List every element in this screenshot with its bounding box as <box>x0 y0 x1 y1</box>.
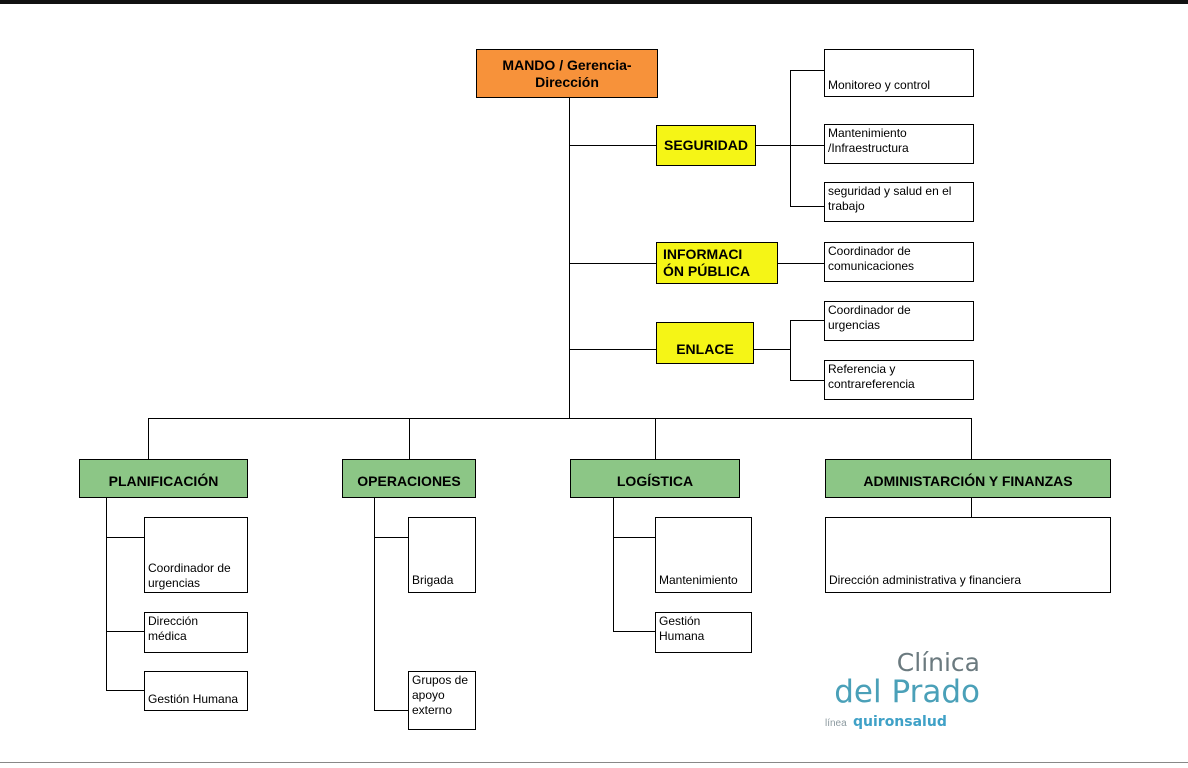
mantenimiento-infra-box: Mantenimiento /Infraestructura <box>824 124 974 164</box>
monitoreo-box: Monitoreo y control <box>824 49 974 97</box>
logo-quironsalud: quironsalud <box>853 714 947 730</box>
direccion-medica-line1: Dirección <box>148 614 199 628</box>
administracion-node: ADMINISTARCIÓN Y FINANZAS <box>825 459 1111 498</box>
logo-clinica: Clínica <box>896 648 980 677</box>
logo-del-prado: del Prado <box>834 674 980 710</box>
grupos-apoyo-line1: Grupos de <box>412 673 469 687</box>
comunicaciones-line2: comunicaciones <box>828 259 915 273</box>
monitoreo-text: Monitoreo y control <box>828 78 931 92</box>
direccion-medica-box: Dirección médica <box>144 612 248 653</box>
planificacion-node: PLANIFICACIÓN <box>79 459 248 498</box>
grupos-apoyo-line3: externo <box>412 703 453 717</box>
coordinador-urgencias-enlace-line1: Coordinador de <box>828 303 911 317</box>
gestion-humana-plan-text: Gestión Humana <box>148 692 239 706</box>
seguridad-salud-line1: seguridad y salud en el <box>828 184 952 198</box>
seguridad-salud-line2: trabajo <box>828 199 865 213</box>
direccion-medica-line2: médica <box>148 629 187 643</box>
clinica-logo: Clínica del Prado línea quironsalud <box>795 640 985 740</box>
brigada-box: Brigada <box>408 517 476 593</box>
seguridad-label: SEGURIDAD <box>663 137 748 153</box>
root-line2: Dirección <box>535 73 599 90</box>
informacion-line2: ÓN PÚBLICA <box>663 263 751 279</box>
enlace-label: ENLACE <box>676 340 734 357</box>
brigada-text: Brigada <box>412 573 454 587</box>
top-rule <box>0 0 1188 4</box>
informacion-node: INFORMACI ÓN PÚBLICA <box>656 242 778 284</box>
coordinador-urgencias-plan-line1: Coordinador de <box>148 561 231 575</box>
gestion-humana-log-box: Gestión Humana <box>655 612 752 653</box>
root-node: MANDO / Gerencia- Dirección <box>476 49 658 98</box>
logo-linea: línea <box>825 718 847 729</box>
enlace-node: ENLACE <box>656 322 754 364</box>
referencia-box: Referencia y contrareferencia <box>824 360 974 400</box>
mantenimiento-infra-line2: /Infraestructura <box>828 141 909 155</box>
logistica-label: LOGÍSTICA <box>616 473 694 489</box>
coordinador-urgencias-plan-line2: urgencias <box>148 576 201 590</box>
planificacion-label: PLANIFICACIÓN <box>108 473 219 489</box>
logistica-node: LOGÍSTICA <box>570 459 740 498</box>
gestion-humana-log-line1: Gestión <box>659 614 701 628</box>
root-line1: MANDO / Gerencia- <box>502 56 632 73</box>
operaciones-node: OPERACIONES <box>342 459 476 498</box>
mantenimiento-log-text: Mantenimiento <box>659 573 738 587</box>
coordinador-urgencias-enlace-line2: urgencias <box>828 318 881 332</box>
direccion-administrativa-box: Dirección administrativa y financiera <box>825 517 1111 593</box>
comunicaciones-box: Coordinador de comunicaciones <box>824 242 974 282</box>
administracion-label: ADMINISTARCIÓN Y FINANZAS <box>863 473 1073 489</box>
coordinador-urgencias-enlace-box: Coordinador de urgencias <box>824 301 974 341</box>
mantenimiento-infra-line1: Mantenimiento <box>828 126 907 140</box>
referencia-line2: contrareferencia <box>828 377 915 391</box>
gestion-humana-log-line2: Humana <box>659 629 705 643</box>
grupos-apoyo-line2: apoyo <box>412 688 445 702</box>
grupos-apoyo-box: Grupos de apoyo externo <box>408 671 476 730</box>
informacion-line1: INFORMACI <box>663 246 743 262</box>
seguridad-node: SEGURIDAD <box>656 125 756 166</box>
direccion-administrativa-text: Dirección administrativa y financiera <box>829 573 1022 587</box>
bottom-rule <box>0 762 1188 763</box>
operaciones-label: OPERACIONES <box>357 473 461 489</box>
seguridad-salud-box: seguridad y salud en el trabajo <box>824 182 974 222</box>
referencia-line1: Referencia y <box>828 362 896 376</box>
coordinador-urgencias-plan-box: Coordinador de urgencias <box>144 517 248 593</box>
gestion-humana-plan-box: Gestión Humana <box>144 671 248 711</box>
comunicaciones-line1: Coordinador de <box>828 244 911 258</box>
mantenimiento-log-box: Mantenimiento <box>655 517 752 593</box>
